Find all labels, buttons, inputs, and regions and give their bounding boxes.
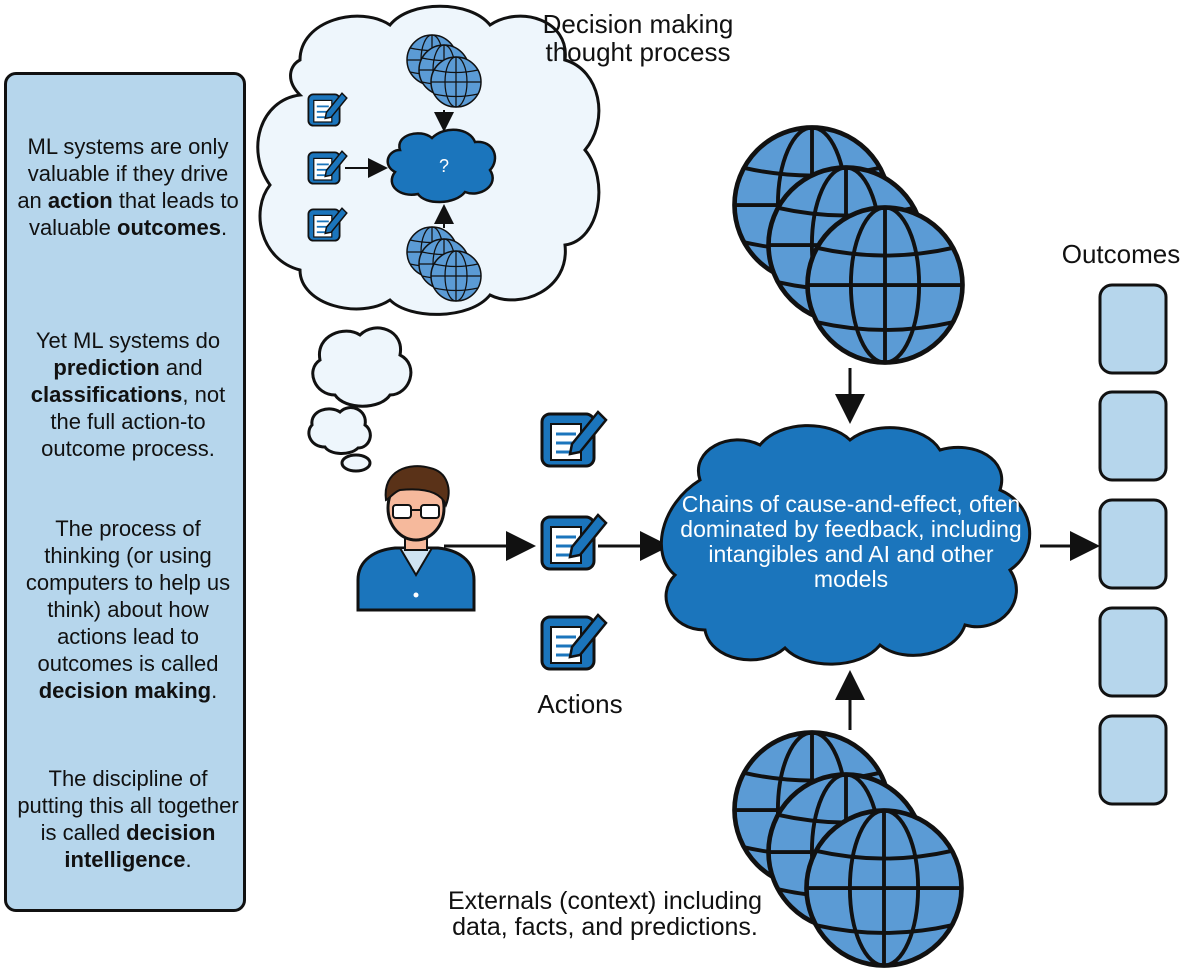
globe-icon [430,56,482,108]
thought-process-title: Decision making thought process [542,9,734,67]
sidebar-paragraph-3: The process of thinking (or using comput… [25,516,231,703]
outcome-box [1098,714,1168,806]
outcomes-label: Outcomes [1061,239,1181,269]
document-pen-icon [540,410,608,468]
cause-effect-cloud [659,424,1032,666]
document-pen-icon [540,613,608,671]
document-pen-icon [540,513,608,571]
globe-icon [808,208,963,363]
sidebar-paragraph-2: Yet ML systems do prediction and classif… [30,328,226,461]
globe-icon [430,250,482,302]
actions-label: Actions [537,689,623,719]
outcome-box [1098,498,1168,590]
thought-bubble-medium [307,406,372,455]
person-icon [356,465,476,612]
globe-icon [807,811,962,966]
externals-label: Externals (context) including data, fact… [447,887,763,941]
outcome-box [1098,390,1168,482]
outcome-box [1098,606,1168,698]
thought-bubble-small [340,453,372,473]
explanation-sidebar: ML systems are only valuable if they dri… [4,72,246,912]
outcome-box [1098,283,1168,375]
decision-question-mark: ? [438,156,449,176]
sidebar-paragraph-4: The discipline of putting this all toget… [17,766,239,872]
sidebar-paragraph-1: ML systems are only valuable if they dri… [17,134,239,240]
thought-bubble-large [311,326,413,408]
cloud-description: Chains of cause-and-effect, often domina… [680,491,1022,592]
small-decision-cloud [386,128,497,204]
